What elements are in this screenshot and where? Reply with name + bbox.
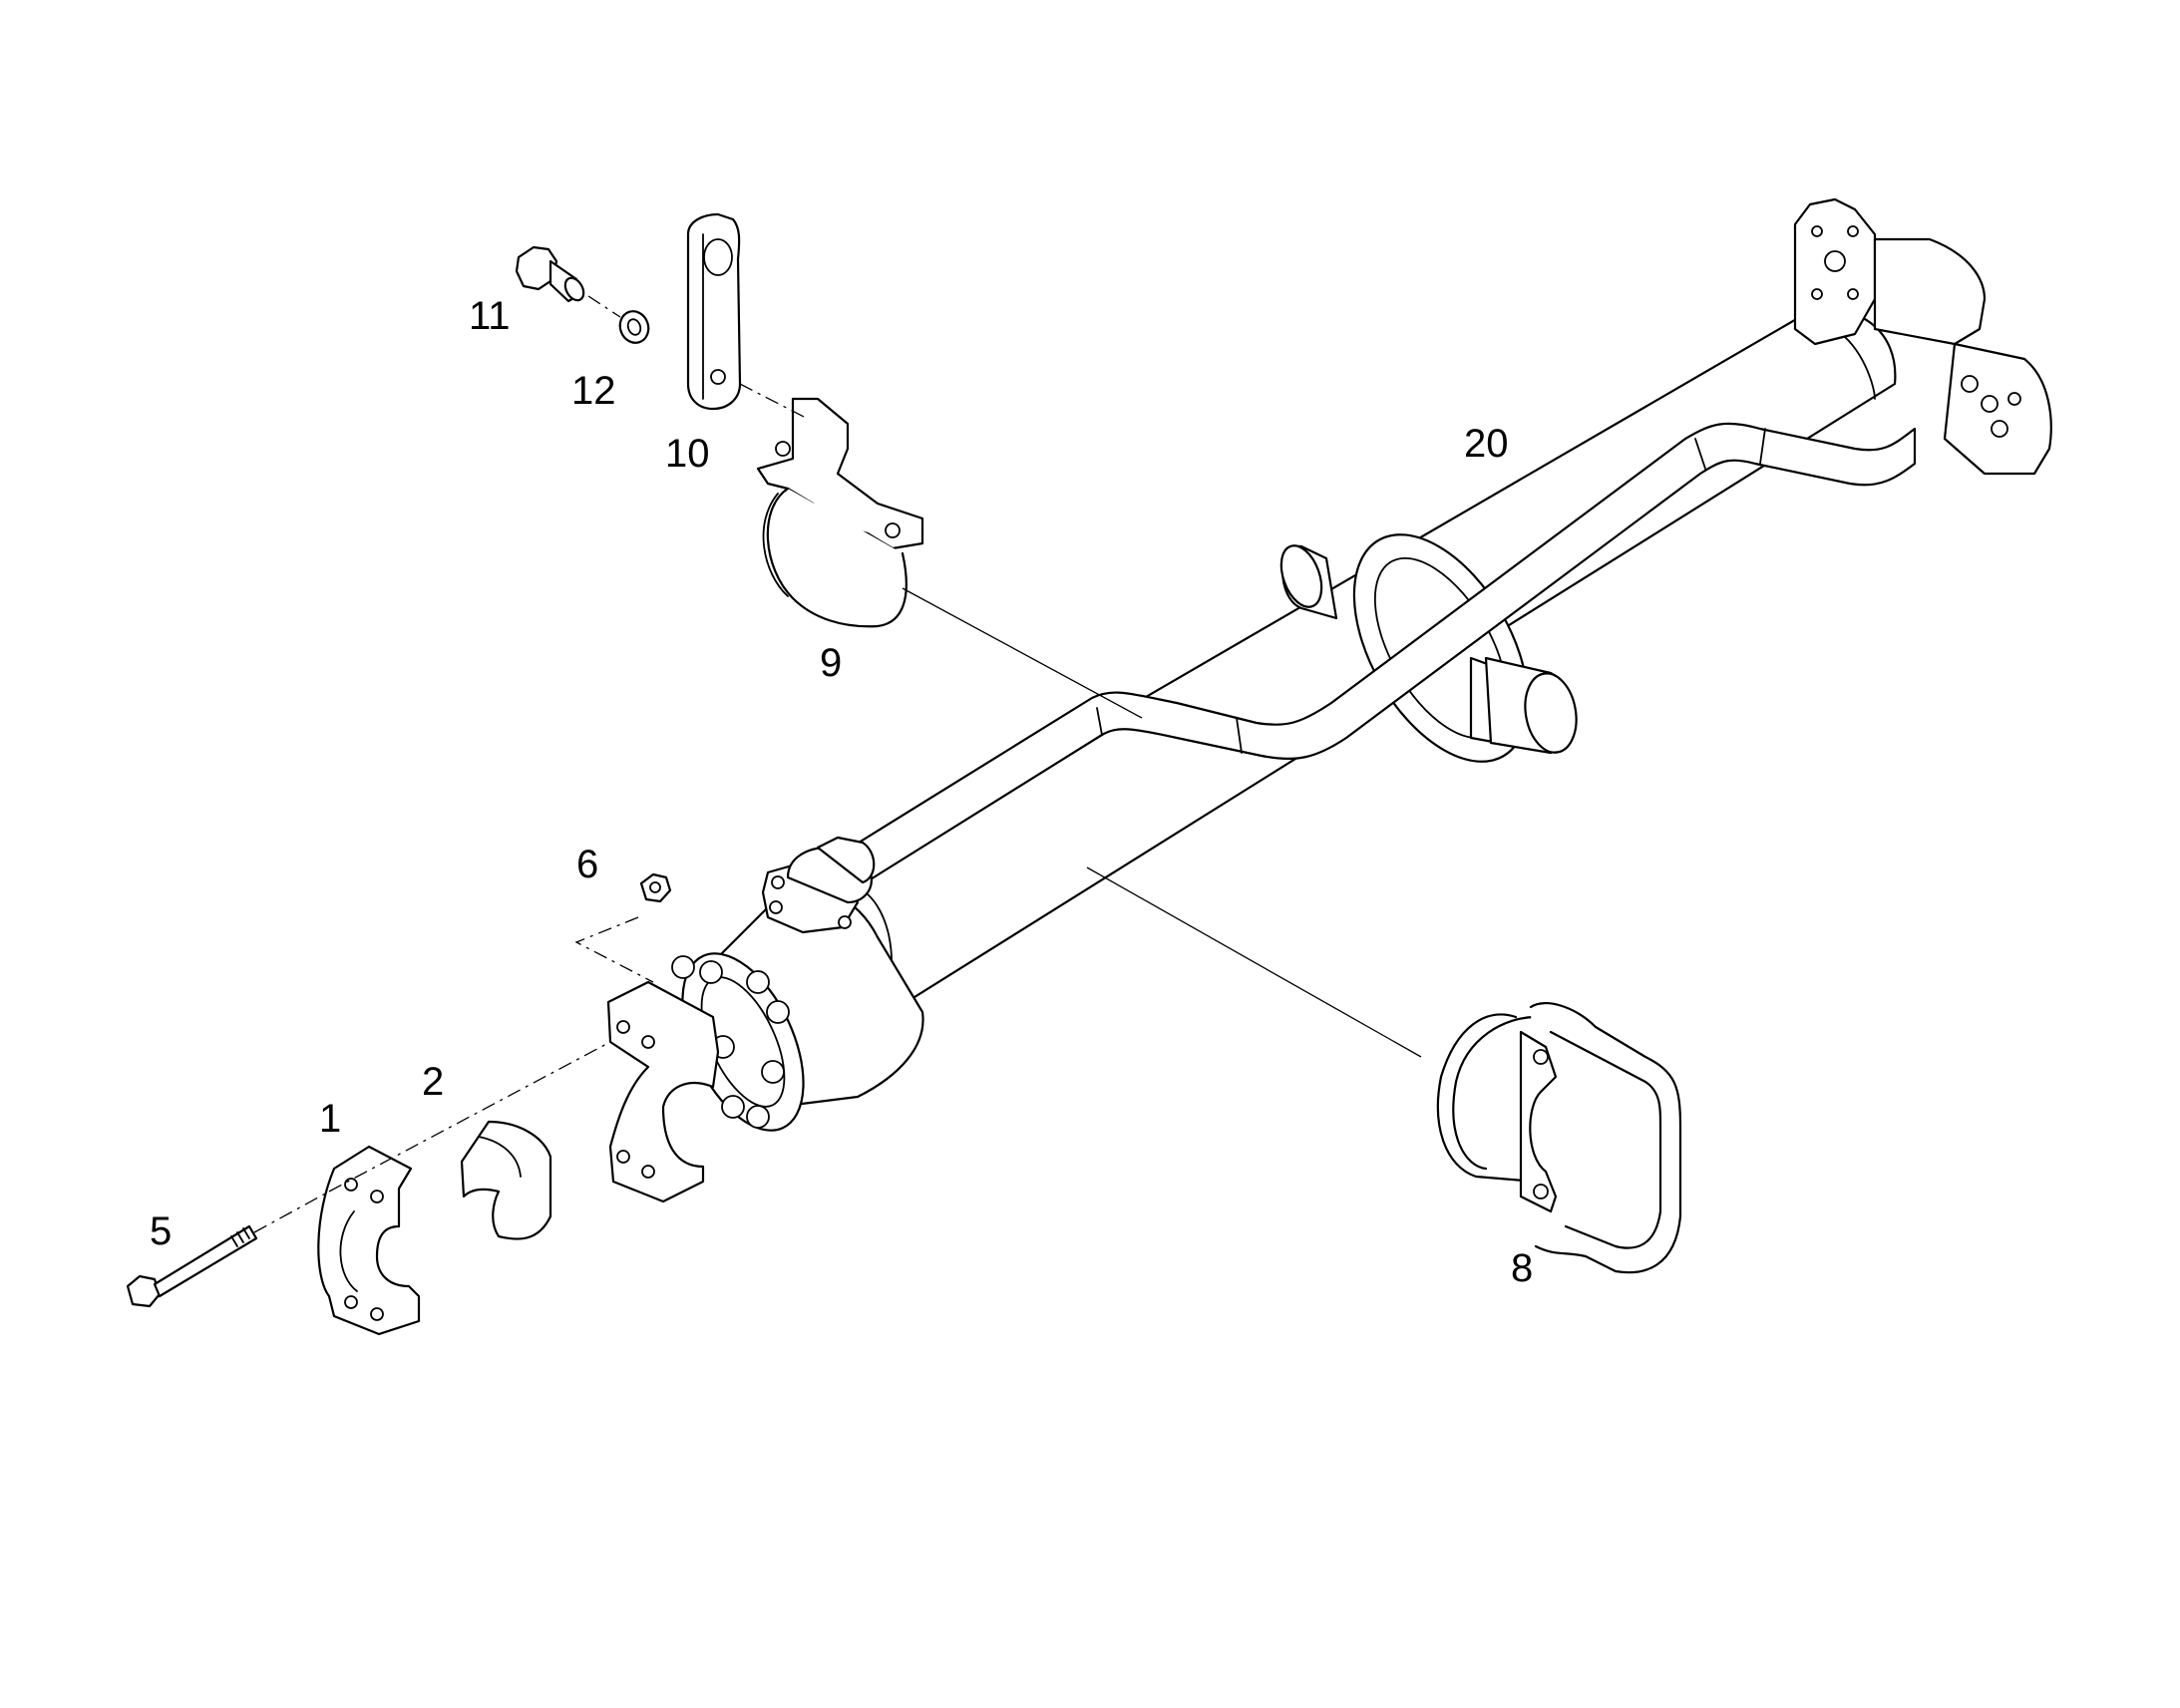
cylinder-rear-head (1793, 197, 2052, 476)
trunnion-pin (1469, 656, 1578, 755)
callout-20: 20 (1464, 422, 1509, 466)
callout-2: 2 (422, 1060, 444, 1104)
cylinder-barrel (756, 309, 1897, 1022)
clamp-block (606, 980, 720, 1203)
callout-1: 1 (319, 1097, 341, 1141)
hydraulic-tube (841, 422, 1917, 889)
callout-12: 12 (571, 369, 616, 413)
callout-10: 10 (665, 432, 710, 476)
nut-part-6 (639, 872, 672, 903)
washer-part-12 (618, 310, 650, 344)
callout-11: 11 (469, 294, 511, 338)
clamp-half-part-1 (317, 1145, 421, 1336)
elbow-fitting (761, 836, 876, 934)
link-plate-part-10 (686, 212, 742, 411)
tube-clamp-part-9 (756, 397, 924, 628)
assembly-lines (253, 295, 1422, 1233)
guard-bracket-part-8 (1436, 1002, 1682, 1274)
callout-5: 5 (150, 1209, 172, 1253)
half-bushing-part-2 (460, 1120, 552, 1240)
cylinder-assembly (671, 197, 2052, 1132)
bolt-part-5 (126, 1224, 258, 1308)
callout-6: 6 (576, 843, 598, 886)
callout-9: 9 (820, 641, 842, 685)
callout-8: 8 (1511, 1246, 1533, 1290)
bolt-part-11 (515, 245, 585, 303)
callouts: 11 12 10 9 20 6 2 1 5 8 (150, 294, 1533, 1290)
